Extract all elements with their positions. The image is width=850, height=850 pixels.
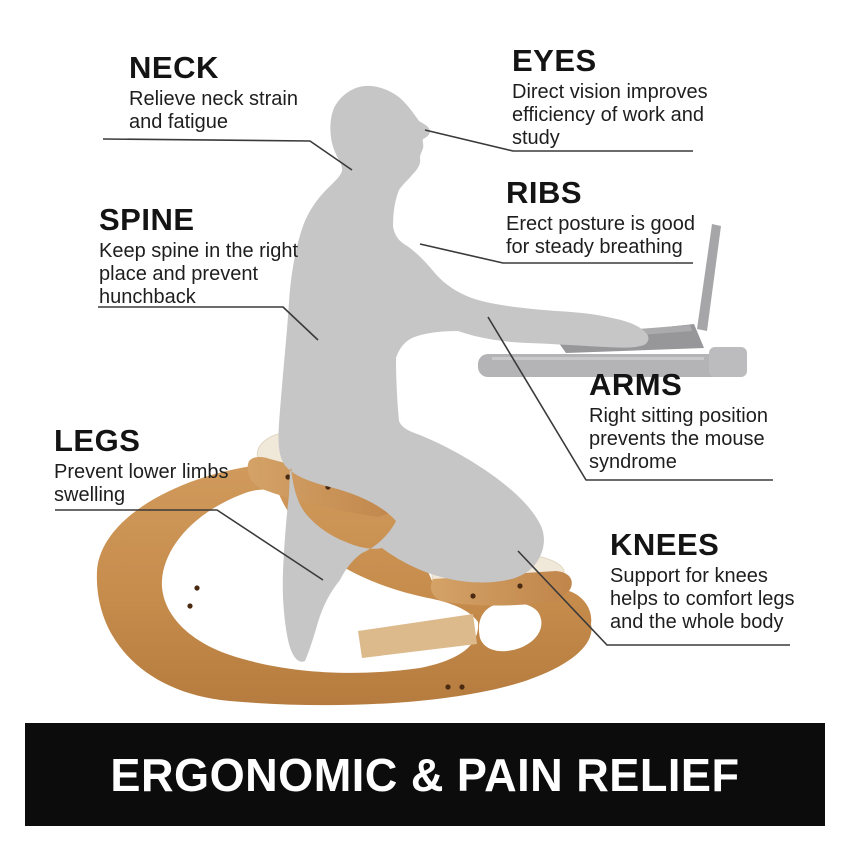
neck-description: Relieve neck strain and fatigue [129, 87, 298, 133]
knees-description: Support for knees helps to comfort legs … [610, 564, 795, 634]
arms-leader-line [487, 316, 773, 481]
banner-title: ERGONOMIC & PAIN RELIEF [110, 748, 740, 801]
knees-title: KNEES [610, 527, 720, 562]
callout-eyes: EYES Direct vision improves efficiency o… [512, 43, 708, 151]
knees-leader-line [517, 550, 790, 646]
legs-title: LEGS [54, 423, 141, 458]
legs-leader-line [55, 509, 324, 581]
spine-title: SPINE [99, 202, 195, 237]
eyes-leader-line [424, 129, 693, 152]
screw [194, 585, 200, 591]
callout-ribs: RIBS Erect posture is good for steady br… [506, 175, 695, 259]
screw [517, 583, 523, 589]
laptop-screen [697, 224, 721, 331]
person-silhouette [278, 85, 649, 662]
leader-lines [55, 129, 790, 646]
callout-legs: LEGS Prevent lower limbs swelling [54, 423, 229, 507]
screw [470, 593, 476, 599]
bottom-banner: ERGONOMIC & PAIN RELIEF [25, 723, 825, 826]
spine-description: Keep spine in the right place and preven… [99, 239, 299, 309]
chair-crossbar [358, 614, 477, 658]
screw [187, 603, 193, 609]
arms-description: Right sitting position prevents the mous… [589, 404, 768, 474]
arms-title: ARMS [589, 367, 683, 402]
ribs-leader-line [419, 243, 693, 264]
legs-description: Prevent lower limbs swelling [54, 460, 229, 506]
neck-title: NECK [129, 50, 219, 85]
neck-leader-line [102, 138, 353, 171]
screw [459, 684, 465, 690]
callout-knees: KNEES Support for knees helps to comfort… [610, 527, 795, 635]
ribs-title: RIBS [506, 175, 583, 210]
ribs-description: Erect posture is good for steady breathi… [506, 212, 695, 258]
callout-arms: ARMS Right sitting position prevents the… [589, 367, 768, 475]
spine-leader-line [98, 306, 319, 341]
callout-neck: NECK Relieve neck strain and fatigue [129, 50, 298, 134]
screw [285, 474, 291, 480]
callout-spine: SPINE Keep spine in the right place and … [99, 202, 299, 310]
screw [445, 684, 451, 690]
eyes-title: EYES [512, 43, 597, 78]
desk-surface [478, 347, 747, 377]
eyes-description: Direct vision improves efficiency of wor… [512, 80, 708, 150]
